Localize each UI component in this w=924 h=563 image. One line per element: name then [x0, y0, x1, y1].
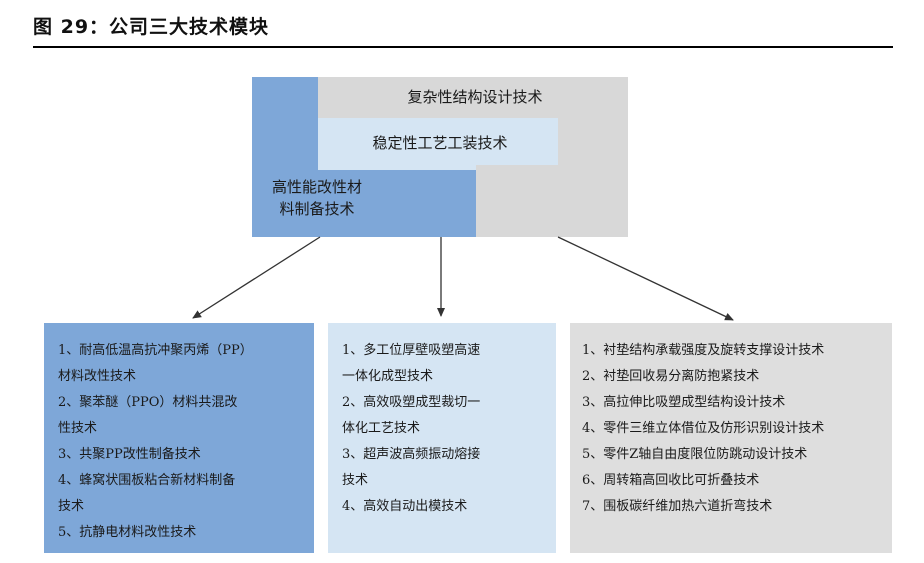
structure-tech-box: 1、衬垫结构承载强度及旋转支撑设计技术 2、衬垫回收易分离防抱紧技术 3、高拉伸… — [570, 323, 892, 553]
list-item: 7、围板碳纤维加热六道折弯技术 — [582, 499, 773, 514]
title-divider — [33, 46, 893, 48]
list-item: 1、多工位厚壁吸塑高速 一体化成型技术 — [342, 343, 481, 384]
structure-label: 复杂性结构设计技术 — [407, 88, 543, 106]
list-item: 3、超声波高频振动熔接 技术 — [342, 447, 481, 488]
list-item: 3、高拉伸比吸塑成型结构设计技术 — [582, 395, 786, 410]
figure-title: 图 29：公司三大技术模块 — [33, 16, 270, 38]
material-label: 高性能改性材 料制备技术 — [271, 178, 362, 218]
structure-tech-list: 1、衬垫结构承载强度及旋转支撑设计技术 2、衬垫回收易分离防抱紧技术 3、高拉伸… — [582, 338, 892, 520]
list-item: 4、蜂窝状围板粘合新材料制备 技术 — [58, 473, 236, 514]
list-item: 6、周转箱高回收比可折叠技术 — [582, 473, 760, 488]
process-tech-list: 1、多工位厚壁吸塑高速 一体化成型技术 2、高效吸塑成型裁切一 体化工艺技术 3… — [342, 338, 556, 520]
list-item: 1、衬垫结构承载强度及旋转支撑设计技术 — [582, 343, 825, 358]
list-item: 2、衬垫回收易分离防抱紧技术 — [582, 369, 760, 384]
process-tech-box: 1、多工位厚壁吸塑高速 一体化成型技术 2、高效吸塑成型裁切一 体化工艺技术 3… — [328, 323, 556, 553]
list-item: 3、共聚PP改性制备技术 — [58, 447, 201, 462]
list-item: 4、高效自动出模技术 — [342, 499, 468, 514]
process-block — [318, 118, 558, 165]
arrow-right — [557, 236, 734, 321]
list-item: 5、零件Z轴自由度限位防跳动设计技术 — [582, 447, 808, 462]
process-label: 稳定性工艺工装技术 — [372, 134, 508, 152]
list-item: 1、耐高低温高抗冲聚丙烯（PP） 材料改性技术 — [58, 343, 253, 384]
material-tech-box: 1、耐高低温高抗冲聚丙烯（PP） 材料改性技术 2、聚苯醚（PPO）材料共混改 … — [44, 323, 314, 553]
list-item: 2、聚苯醚（PPO）材料共混改 性技术 — [58, 395, 238, 436]
material-tech-list: 1、耐高低温高抗冲聚丙烯（PP） 材料改性技术 2、聚苯醚（PPO）材料共混改 … — [58, 338, 314, 546]
process-block-tail — [318, 165, 476, 170]
arrow-left — [192, 236, 321, 319]
list-item: 2、高效吸塑成型裁切一 体化工艺技术 — [342, 395, 481, 436]
list-item: 5、抗静电材料改性技术 — [58, 525, 197, 540]
material-block-lower — [252, 170, 476, 237]
list-item: 4、零件三维立体借位及仿形识别设计技术 — [582, 421, 825, 436]
